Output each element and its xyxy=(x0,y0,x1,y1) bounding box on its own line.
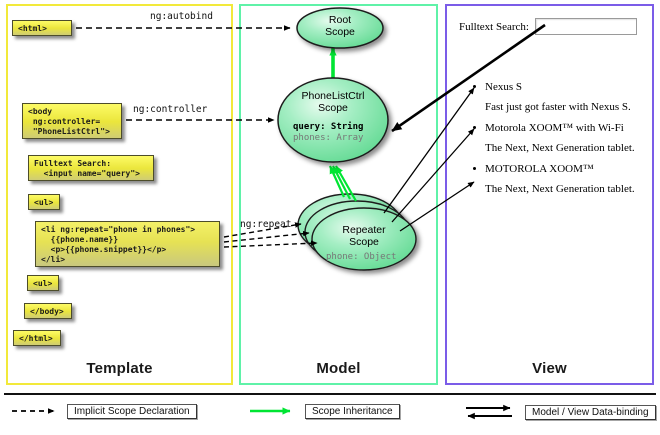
list-item-snippet: Fast just got faster with Nexus S. xyxy=(485,101,631,113)
code-box-body-open: <body ng:controller= "PhoneListCtrl"> xyxy=(22,103,122,139)
list-item: Nexus S Fast just got faster with Nexus … xyxy=(471,80,646,115)
list-item-name-text: Nexus S xyxy=(485,81,522,93)
phonelistctrl-scope-label: PhoneListCtrl Scope xyxy=(301,90,365,114)
list-item: Motorola XOOM™ with Wi-Fi The Next, Next… xyxy=(471,121,646,156)
double-arrow-icon xyxy=(466,404,512,420)
view-search-row: Fulltext Search: xyxy=(459,18,637,35)
view-phone-list: Nexus S Fast just got faster with Nexus … xyxy=(471,80,646,203)
legend-label-implicit-scope-declaration: Implicit Scope Declaration xyxy=(67,403,197,419)
legend-label-model-view-data-binding: Model / View Data-binding xyxy=(525,404,656,420)
bullet-icon xyxy=(473,167,476,170)
list-item-name: MOTOROLA XOOM™ xyxy=(471,162,646,177)
list-item-name: Motorola XOOM™ with Wi-Fi xyxy=(471,121,646,136)
list-item-name-text: Motorola XOOM™ with Wi-Fi xyxy=(485,122,624,134)
legend-item-scope-inheritance: Scope Inheritance xyxy=(248,402,400,420)
list-item-name: Nexus S xyxy=(471,80,646,95)
list-item: MOTOROLA XOOM™ The Next, Next Generation… xyxy=(471,162,646,197)
code-box-ul-open: <ul> xyxy=(28,194,60,210)
repeater-scope-props: phone: Object xyxy=(326,252,436,263)
panel-model: Model xyxy=(239,4,438,385)
code-box-li-repeat: <li ng:repeat="phone in phones"> {{phone… xyxy=(35,221,220,267)
view-search-input[interactable] xyxy=(534,18,637,35)
bullet-icon xyxy=(473,85,476,88)
root-scope-label: Root Scope xyxy=(325,14,355,38)
scope-prop-phone: phone: Object xyxy=(326,252,397,262)
code-box-ul-close: <ul> xyxy=(27,275,59,291)
legend: Implicit Scope Declaration Scope Inherit… xyxy=(0,393,660,435)
legend-divider xyxy=(4,393,656,395)
list-item-name-text: MOTOROLA XOOM™ xyxy=(485,163,594,175)
code-box-body-close: </body> xyxy=(24,303,72,319)
legend-item-implicit-scope-declaration: Implicit Scope Declaration xyxy=(10,402,197,420)
legend-item-model-view-data-binding: Model / View Data-binding xyxy=(464,402,656,422)
legend-label-scope-inheritance: Scope Inheritance xyxy=(305,403,400,419)
panel-template-label: Template xyxy=(86,360,153,377)
dashed-arrow-icon xyxy=(12,408,55,414)
code-box-html-close: </html> xyxy=(13,330,61,346)
phonelistctrl-scope-props: query: String phones: Array xyxy=(293,122,403,144)
repeater-scope-label: Repeater Scope xyxy=(342,224,386,248)
scope-prop-query: query: String xyxy=(293,122,364,132)
code-box-html-open: <html> xyxy=(12,20,72,36)
scope-prop-phones: phones: Array xyxy=(293,133,364,143)
view-search-label: Fulltext Search: xyxy=(459,20,529,33)
panel-view: View Fulltext Search: Nexus S Fast just … xyxy=(445,4,654,385)
panel-view-label: View xyxy=(532,360,567,377)
bullet-icon xyxy=(473,126,476,129)
edge-label-ng-repeat: ng:repeat xyxy=(240,219,292,230)
panel-model-label: Model xyxy=(316,360,361,377)
edge-label-ng-controller: ng:controller xyxy=(133,104,208,115)
edge-label-ng-autobind: ng:autobind xyxy=(150,11,213,22)
list-item-snippet: The Next, Next Generation tablet. xyxy=(485,183,635,195)
list-item-snippet: The Next, Next Generation tablet. xyxy=(485,142,635,154)
green-arrow-icon xyxy=(250,407,291,415)
code-box-fulltext-search: Fulltext Search: <input name="query"> xyxy=(28,155,154,181)
